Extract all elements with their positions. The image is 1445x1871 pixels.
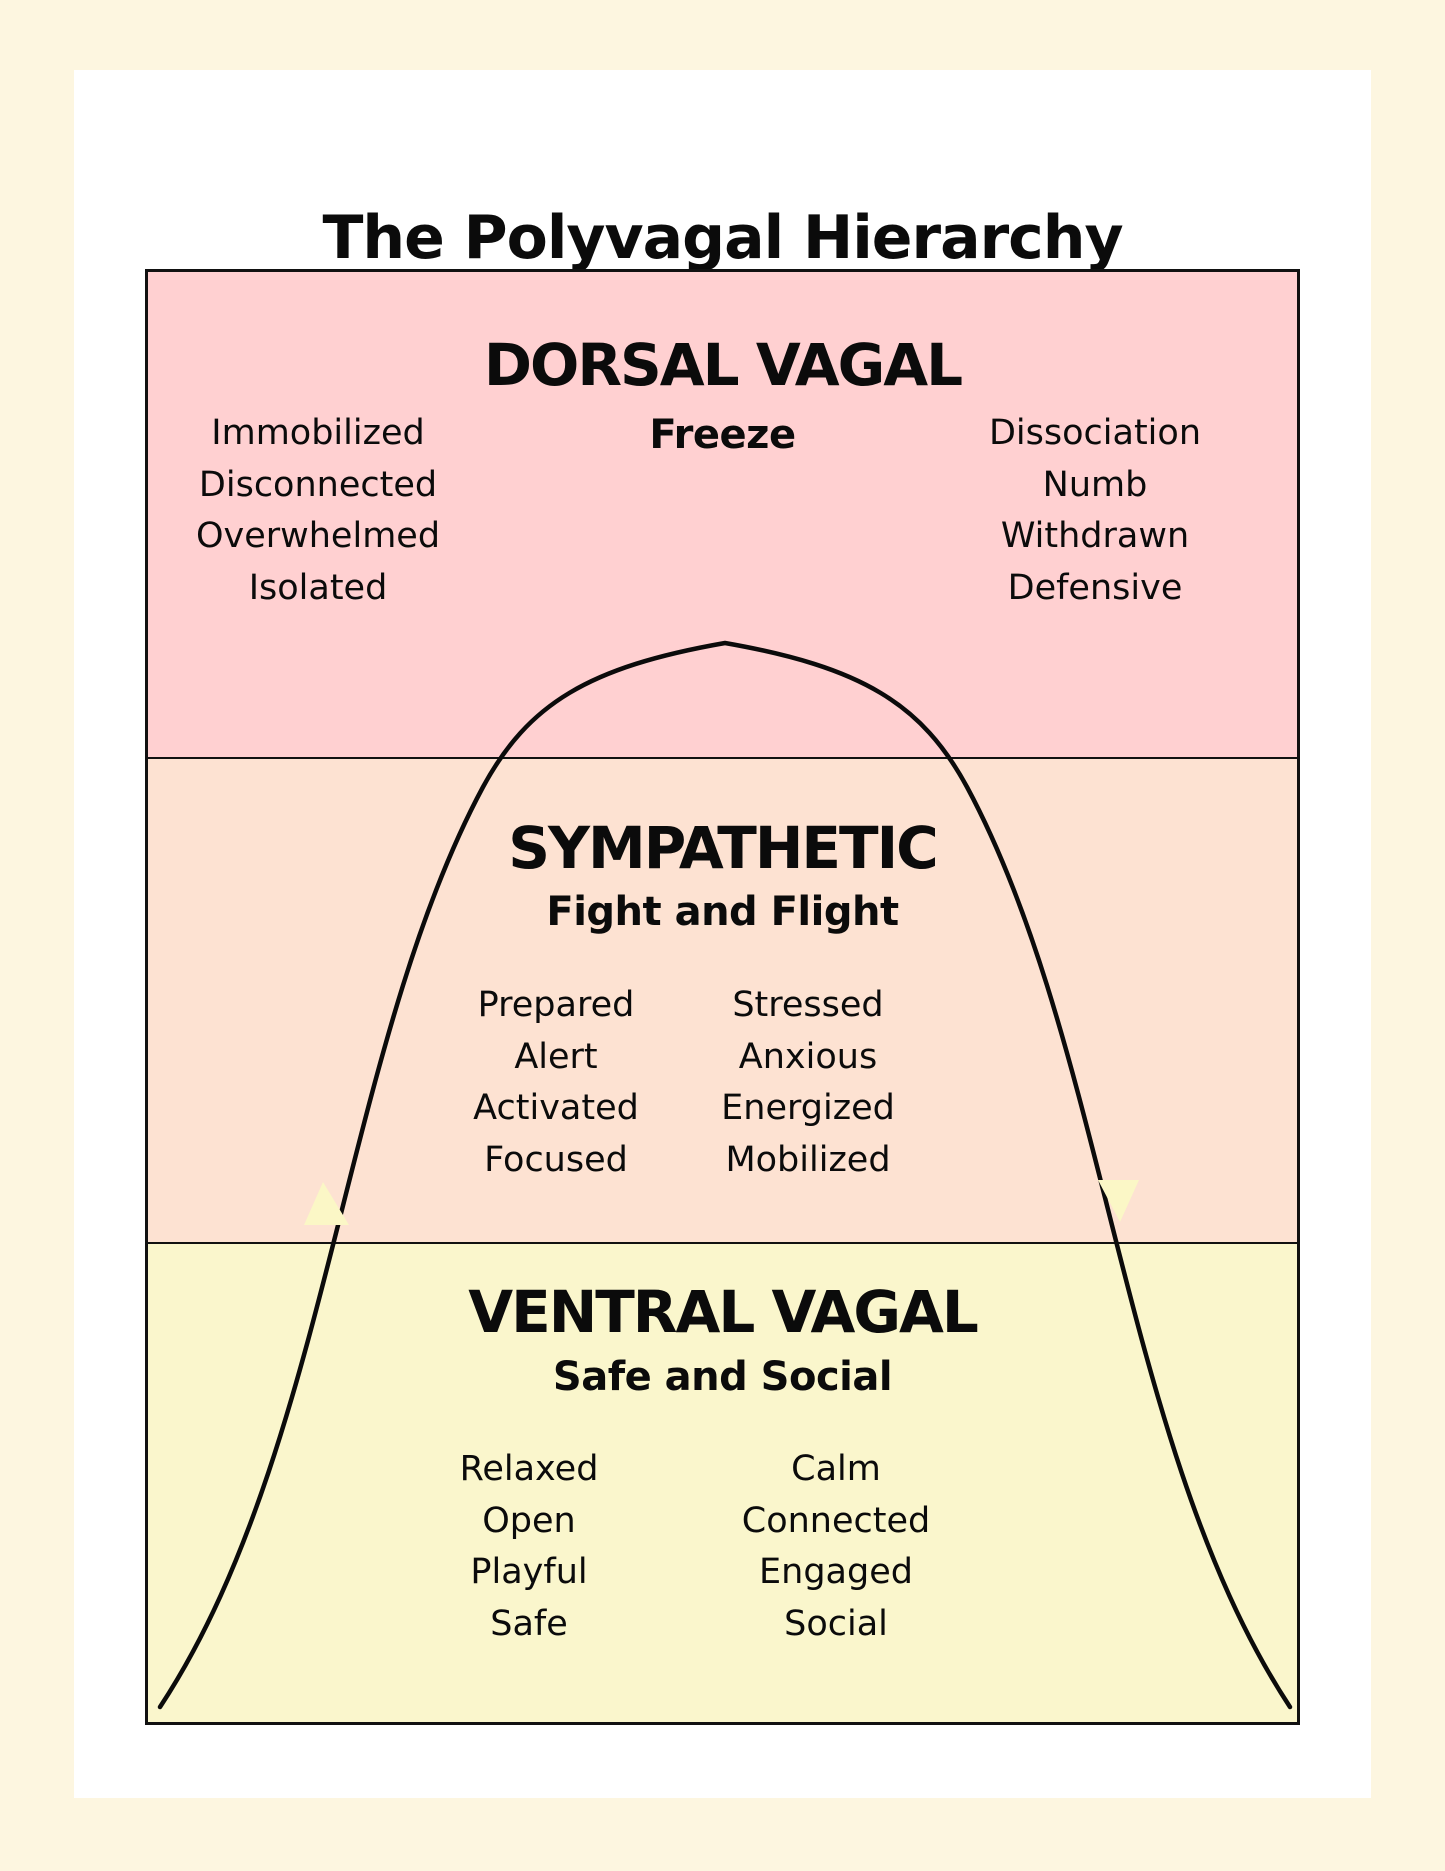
list-item: Open <box>482 1500 576 1541</box>
sympathetic-right-words: Stressed Anxious Energized Mobilized <box>698 980 918 1186</box>
list-item: Withdrawn <box>1000 516 1190 556</box>
list-item: Playful <box>470 1552 588 1592</box>
page-title: The Polyvagal Hierarchy <box>322 203 1123 273</box>
sympathetic-title: SYMPATHETIC <box>508 814 939 882</box>
list-item: Prepared <box>477 985 635 1025</box>
list-item: Focused <box>484 1139 628 1180</box>
list-item: Connected <box>741 1500 931 1541</box>
list-item: Anxious <box>738 1036 878 1077</box>
ventral-vagal-title: VENTRAL VAGAL <box>468 1278 979 1346</box>
dorsal-vagal-band: DORSAL VAGAL Freeze Immobilized Disconne… <box>148 272 1297 757</box>
ventral-vagal-response: Safe and Social <box>552 1354 893 1400</box>
list-item: Activated <box>473 1088 639 1128</box>
list-item: Numb <box>1042 464 1148 505</box>
list-item: Defensive <box>1007 567 1183 608</box>
list-item: Stressed <box>732 985 884 1025</box>
sympathetic-left-words: Prepared Alert Activated Focused <box>451 980 661 1186</box>
list-item: Disconnected <box>198 464 438 505</box>
hierarchy-chart: DORSAL VAGAL Freeze Immobilized Disconne… <box>145 269 1300 1725</box>
dorsal-vagal-title: DORSAL VAGAL <box>483 331 963 399</box>
sympathetic-band: SYMPATHETIC Fight and Flight Prepared Al… <box>148 757 1297 1242</box>
list-item: Mobilized <box>725 1139 891 1180</box>
ventral-vagal-band: VENTRAL VAGAL Safe and Social Relaxed Op… <box>148 1242 1297 1722</box>
list-item: Dissociation <box>988 413 1202 453</box>
list-item: Calm <box>791 1449 881 1489</box>
list-item: Isolated <box>248 567 388 608</box>
list-item: Relaxed <box>459 1449 599 1489</box>
list-item: Immobilized <box>211 413 425 453</box>
ventral-left-words: Relaxed Open Playful Safe <box>424 1444 634 1650</box>
ventral-right-words: Calm Connected Engaged Social <box>716 1444 956 1650</box>
list-item: Alert <box>514 1036 598 1077</box>
dorsal-right-words: Dissociation Numb Withdrawn Defensive <box>965 408 1225 614</box>
list-item: Engaged <box>759 1552 913 1592</box>
list-item: Safe <box>490 1603 568 1644</box>
sympathetic-response: Fight and Flight <box>546 889 899 935</box>
dorsal-vagal-response: Freeze <box>649 412 796 458</box>
dorsal-left-words: Immobilized Disconnected Overwhelmed Iso… <box>188 408 448 614</box>
list-item: Social <box>784 1603 888 1644</box>
list-item: Energized <box>721 1088 895 1128</box>
list-item: Overwhelmed <box>195 516 441 556</box>
